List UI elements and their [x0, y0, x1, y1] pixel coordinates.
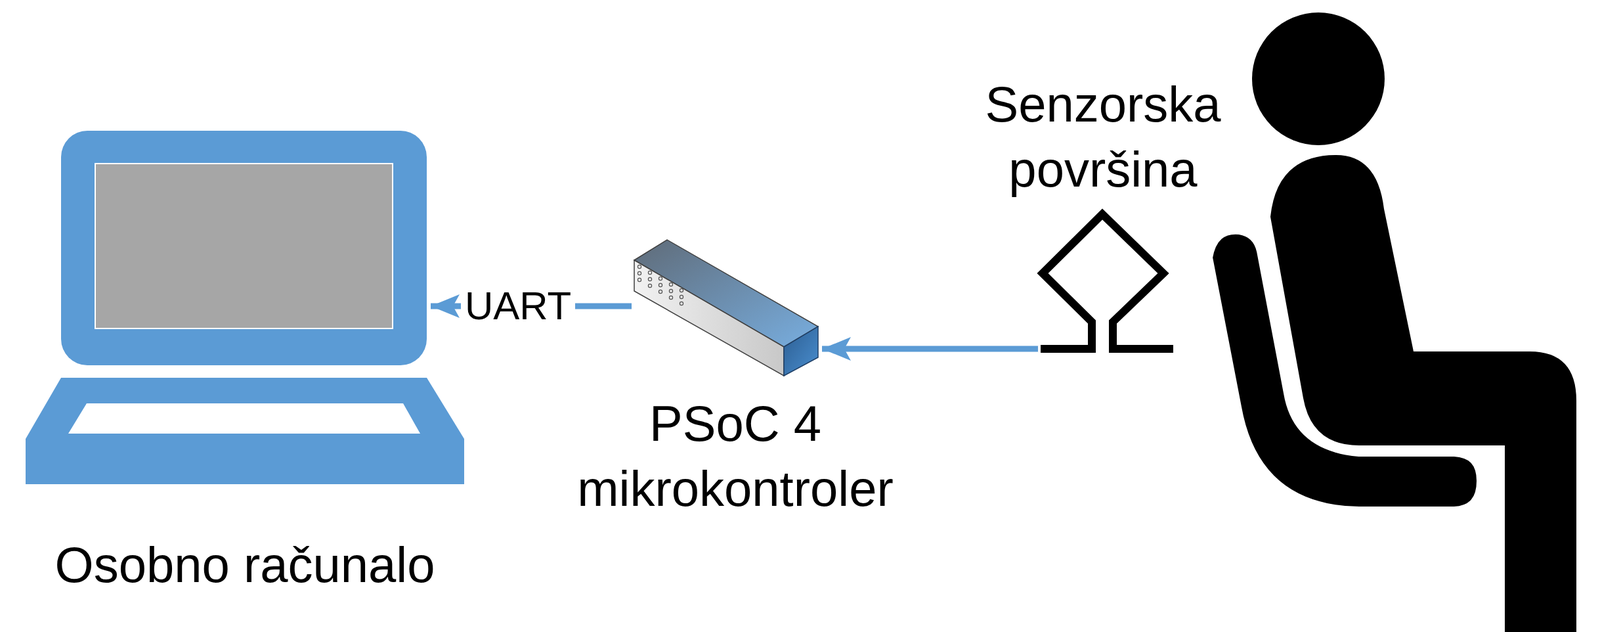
laptop-base [25, 377, 465, 484]
sensor-pad-symbol [1040, 214, 1174, 349]
laptop-screen [95, 163, 393, 329]
device-led [658, 282, 662, 287]
laptop-lid [61, 130, 427, 366]
node-label-block: Osobno računalo [25, 532, 465, 598]
device-led [658, 289, 662, 293]
device-led [679, 294, 683, 299]
person-head [1252, 12, 1385, 146]
node-label-block: PSoC 4 mikrokontroler [558, 391, 913, 522]
device-led [637, 271, 641, 275]
microcontroller-node: PSoC 4 mikrokontroler [558, 236, 913, 526]
device-led [669, 288, 673, 293]
device-led [658, 276, 662, 280]
device-front [634, 259, 784, 376]
seated-person [1208, 12, 1577, 632]
device-led [637, 264, 641, 268]
device-led [669, 282, 673, 286]
device-led [648, 283, 652, 287]
person-arm [1208, 229, 1482, 511]
device-led [669, 295, 673, 299]
device-end [783, 326, 819, 376]
device-led [648, 270, 652, 274]
node-label: Senzorska površina [965, 72, 1241, 203]
icon-group [1040, 214, 1174, 349]
person-body [1270, 154, 1577, 632]
signal-arrow [821, 345, 1038, 352]
laptop-node: Osobno računalo [25, 130, 465, 604]
icon-group [25, 130, 465, 484]
node-label: Osobno računalo [55, 532, 436, 598]
laptop-keyboard [68, 403, 421, 434]
device-led [679, 301, 683, 305]
node-icon [25, 130, 465, 604]
node-label: PSoC 4 mikrokontroler [558, 391, 913, 522]
device-led [637, 277, 641, 282]
node-label-block: Senzorska površina [938, 72, 1268, 203]
icon-group [634, 239, 819, 376]
sensor-node: Senzorska površina [938, 72, 1268, 362]
bus-label: UART [460, 284, 576, 327]
device-led [679, 288, 683, 292]
device-led [648, 277, 652, 281]
